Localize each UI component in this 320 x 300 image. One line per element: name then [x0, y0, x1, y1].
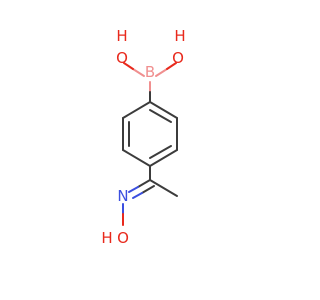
- atom-h-left: H: [116, 27, 127, 45]
- ring-double-bond-a: [149, 109, 172, 123]
- ring-bond-6: [122, 101, 151, 119]
- bond-b-o-right-b-half: [155, 68, 168, 77]
- ring-bond-3: [149, 149, 178, 167]
- bond-ch-tail: [149, 179, 178, 197]
- bond-b-o-right-o-half: [166, 62, 177, 70]
- ring-bond-4: [122, 149, 151, 167]
- structure-canvas: H O O H B N O H: [101, 27, 186, 247]
- bond-b-o-left-o-half: [123, 62, 134, 70]
- bond-c-n-c-half-1: [137, 179, 151, 188]
- ring-double-bond-b: [149, 145, 172, 159]
- molecule-diagram: H O O H B N O H: [101, 27, 185, 247]
- atom-oxime-h: H: [101, 229, 112, 247]
- bond-b-o-left-b-half: [132, 68, 145, 77]
- atom-boron: B: [145, 63, 155, 81]
- atom-o-right: O: [172, 49, 184, 67]
- atom-nitrogen: N: [117, 187, 128, 205]
- atom-oxime-o: O: [117, 229, 129, 247]
- bond-c-n-c-half-2: [141, 185, 155, 194]
- bond-c-n-n-half-2: [132, 192, 143, 199]
- atom-o-left: O: [116, 49, 128, 67]
- atom-h-right: H: [174, 27, 185, 45]
- bond-c-n-n-half-1: [128, 186, 139, 193]
- ring-bond-1: [149, 101, 178, 119]
